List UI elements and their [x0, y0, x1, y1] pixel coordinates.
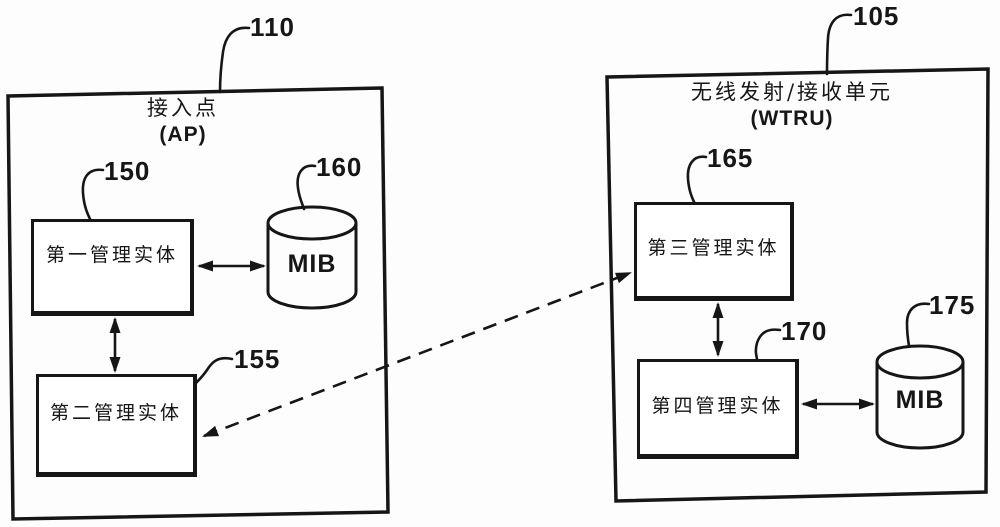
entity-box-155: 第二管理实体 [36, 374, 197, 477]
wtru-unit-title: 无线发射/接收单元 (WTRU) [642, 80, 942, 131]
ref-110: 110 [250, 12, 295, 42]
entity-155-label: 第二管理实体 [49, 402, 182, 424]
entity-box-165: 第三管理实体 [634, 202, 794, 301]
leader-110 [218, 26, 251, 94]
ref-170: 170 [781, 316, 828, 346]
leader-155 [193, 356, 234, 386]
ap-unit-outline [6, 86, 390, 521]
ref-175: 175 [929, 290, 976, 320]
ref-105: 105 [853, 1, 900, 31]
ref-160: 160 [316, 152, 363, 182]
entity-170-label: 第四管理实体 [651, 394, 784, 417]
leader-105 [825, 13, 853, 76]
leader-165 [686, 155, 708, 206]
reference-leader-lines [81, 13, 931, 386]
entity-150-label: 第一管理实体 [45, 244, 178, 266]
wtru-title-text: 无线发射/接收单元 [690, 80, 894, 104]
wtru-subtitle-text: (WTRU) [750, 107, 834, 131]
ref-165: 165 [707, 143, 754, 173]
leader-150 [81, 168, 105, 223]
arrow-entity2-entity3-dashed [202, 271, 632, 438]
entity-box-150: 第一管理实体 [31, 219, 194, 316]
ap-unit-title: 接入点 (AP) [58, 96, 308, 147]
leader-170 [754, 328, 782, 361]
leader-175 [905, 302, 931, 348]
ref-155: 155 [234, 344, 281, 374]
ap-title-text: 接入点 [147, 96, 219, 120]
mib-160-label: MIB [287, 250, 337, 278]
entity-165-label: 第三管理实体 [647, 237, 780, 259]
entity-box-170: 第四管理实体 [637, 359, 799, 459]
ap-subtitle-text: (AP) [159, 123, 207, 147]
mib-175-label: MIB [895, 386, 945, 414]
mib-cylinder-175-icon [875, 344, 965, 450]
leader-160 [296, 164, 317, 211]
ref-150: 150 [104, 156, 151, 186]
